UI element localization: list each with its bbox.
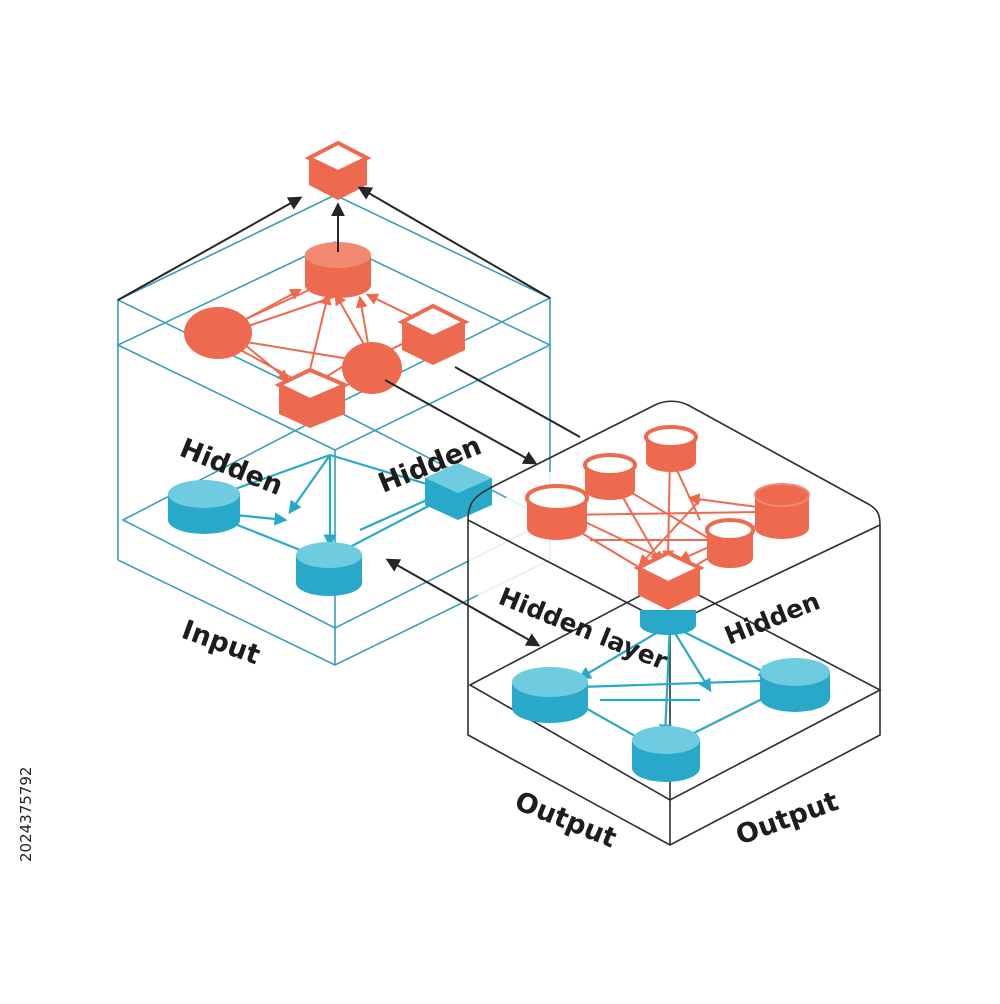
arrow-bidirectional (385, 558, 541, 647)
flow-arrows (117, 186, 581, 647)
left-hidden-node-top (305, 242, 371, 298)
stock-id-text: 2024375792 (17, 767, 35, 862)
label-right-output-1: Output (510, 786, 620, 855)
left-input-node-3 (425, 463, 492, 520)
right-hidden-node-right (754, 483, 810, 539)
right-hidden-node-center-right (705, 518, 755, 568)
left-hidden-node-center (342, 342, 402, 394)
right-network-box (467, 400, 882, 846)
right-output-node-top (640, 610, 696, 635)
right-hidden-node-upper-left (583, 453, 637, 500)
right-output-node-right (760, 658, 830, 712)
top-output-cube (304, 140, 372, 200)
left-hidden-node-left (184, 307, 252, 359)
arrow-up-left (117, 196, 303, 301)
left-network-box (116, 140, 552, 666)
right-hidden-node-left (525, 484, 589, 540)
left-hidden-cube-right (397, 303, 470, 365)
arrow-line-upper (454, 366, 581, 438)
right-box-frame (467, 400, 882, 846)
arrow-up-right (357, 186, 551, 299)
label-right-output-2: Output (732, 786, 843, 852)
right-output-node-bottom (632, 726, 700, 782)
left-hidden-cube-bottom (274, 367, 351, 428)
right-output-node-left (512, 667, 588, 723)
label-left-input: Input (178, 614, 265, 671)
right-hidden-cube-bottom (633, 550, 705, 610)
arrow-left-to-right (384, 379, 538, 465)
left-input-node-1 (168, 480, 240, 534)
left-input-node-2 (296, 542, 362, 596)
right-hidden-node-top (644, 425, 698, 472)
